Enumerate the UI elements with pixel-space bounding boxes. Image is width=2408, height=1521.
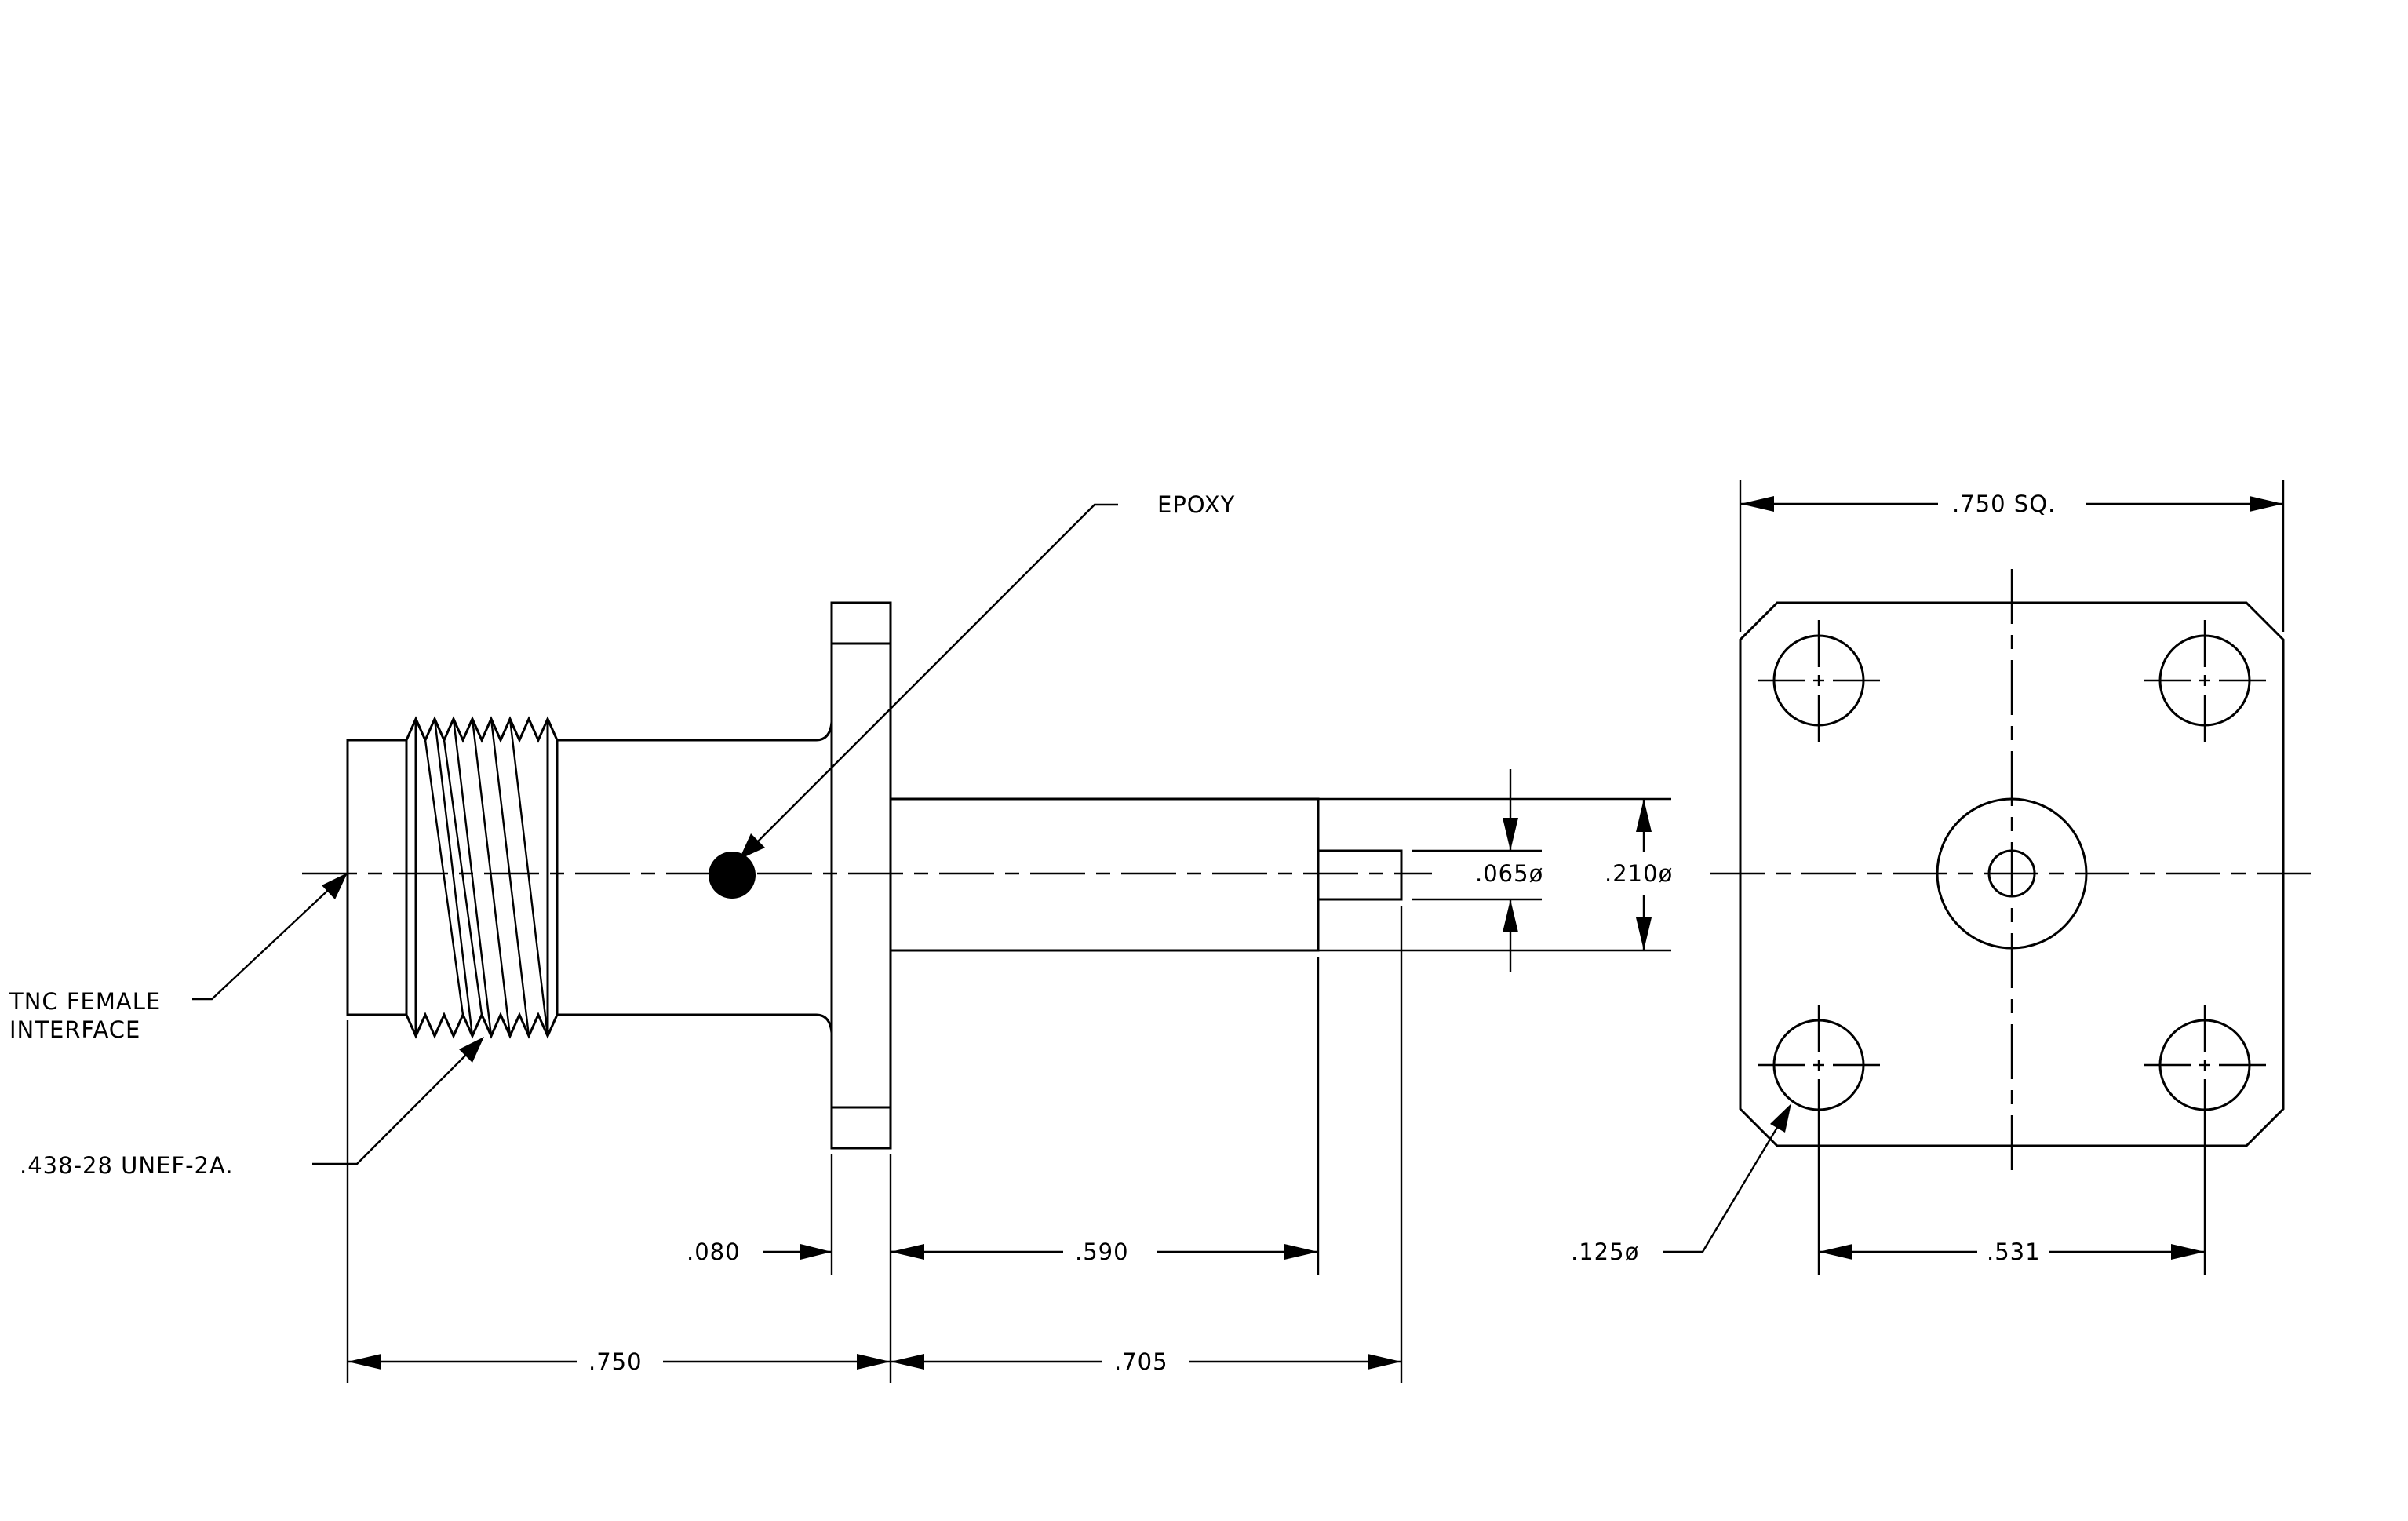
flange (830, 601, 892, 1150)
dim-front-length: .750 (588, 1348, 643, 1375)
mounting-hole-top-left (1758, 620, 1880, 742)
threaded-section (405, 716, 559, 1039)
dim-body-dia: .210ø (1605, 860, 1673, 887)
center-contact (1987, 849, 2036, 898)
dim-flange-thickness: .080 (687, 1238, 741, 1265)
epoxy-dot (709, 852, 756, 899)
flange-square-outline (1739, 601, 2285, 1147)
mounting-hole-bottom-right (2144, 1005, 2266, 1275)
thread-label: .438-28 UNEF-2A. (20, 1152, 234, 1179)
mounting-hole-bottom-left (1758, 1005, 1880, 1275)
rear-body (889, 797, 1320, 952)
connector-body (557, 721, 833, 1034)
side-view: EPOXY TNC FEMALE INTERFACE .438-28 UNEF-… (9, 491, 1673, 1383)
dim-flange-square: .750 SQ. (1952, 491, 2056, 517)
interface-collar (346, 739, 408, 1016)
dim-body-length: .590 (1075, 1238, 1129, 1265)
epoxy-label: EPOXY (1157, 491, 1235, 518)
dim-pin-dia: .065ø (1475, 860, 1543, 887)
interface-label-line2: INTERFACE (9, 1016, 140, 1043)
mounting-hole-top-right (2144, 620, 2266, 742)
dim-rear-length: .705 (1114, 1348, 1168, 1375)
dim-hole-dia: .125ø (1571, 1238, 1639, 1265)
interface-label-line1: TNC FEMALE (9, 988, 161, 1015)
dielectric-ring (1936, 797, 2088, 950)
front-view: .750 SQ. .531 .125ø (1571, 480, 2315, 1275)
dim-hole-spacing: .531 (1987, 1238, 2041, 1265)
center-pin (1317, 849, 1403, 901)
